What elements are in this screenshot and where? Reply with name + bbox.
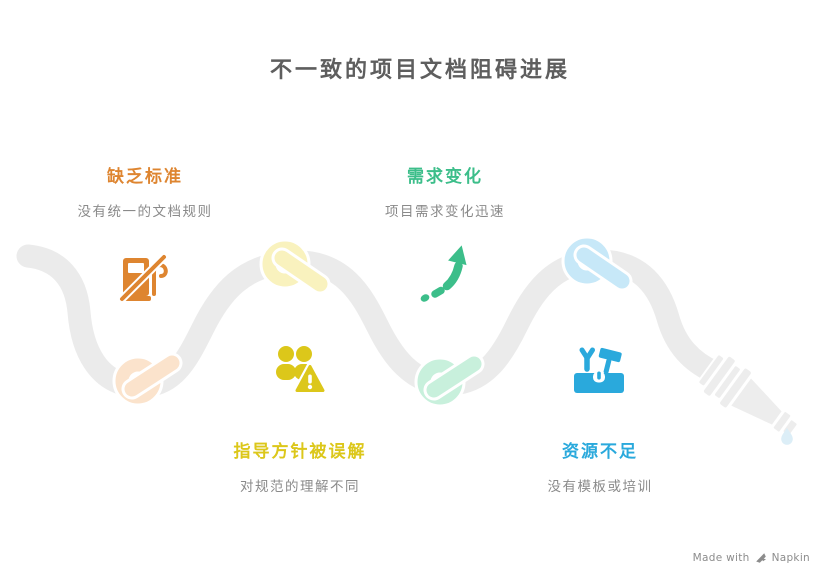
label-insufficient-resources: 资源不足 没有模板或培训 (548, 437, 653, 495)
label-heading: 需求变化 (407, 167, 483, 187)
knot-changing-requirements (414, 353, 485, 408)
label-subtitle: 项目需求变化迅速 (385, 204, 505, 220)
water-droplet (781, 428, 793, 445)
toolbox-icon (574, 347, 624, 393)
people-warning-icon (276, 346, 327, 394)
credit-text: Made with (692, 552, 750, 564)
label-heading: 缺乏标准 (107, 167, 183, 187)
napkin-credit[interactable]: Made with Napkin (693, 552, 810, 564)
label-subtitle: 对规范的理解不同 (240, 479, 360, 495)
label-heading: 指导方针被误解 (233, 442, 367, 462)
napkin-logo-icon (755, 553, 766, 563)
fuel-pump-slash-icon (116, 251, 170, 305)
knot-insufficient-resources (561, 235, 633, 292)
hose-nozzle (697, 353, 799, 437)
rising-dashed-arrow-icon (420, 245, 467, 302)
diagram-title: 不一致的项目文档阻碍进展 (269, 58, 571, 83)
credit-brand: Napkin (771, 552, 810, 564)
label-heading: 资源不足 (562, 442, 638, 462)
knot-guidelines-misunderstood (259, 238, 331, 295)
label-subtitle: 没有模板或培训 (547, 479, 653, 495)
label-guidelines-misunderstood: 指导方针被误解 对规范的理解不同 (234, 437, 367, 495)
label-changing-requirements: 需求变化 项目需求变化迅速 (385, 162, 505, 220)
label-lack-standards: 缺乏标准 没有统一的文档规则 (78, 162, 213, 220)
knot-lack-standards (112, 352, 183, 407)
label-subtitle: 没有统一的文档规则 (77, 204, 213, 220)
